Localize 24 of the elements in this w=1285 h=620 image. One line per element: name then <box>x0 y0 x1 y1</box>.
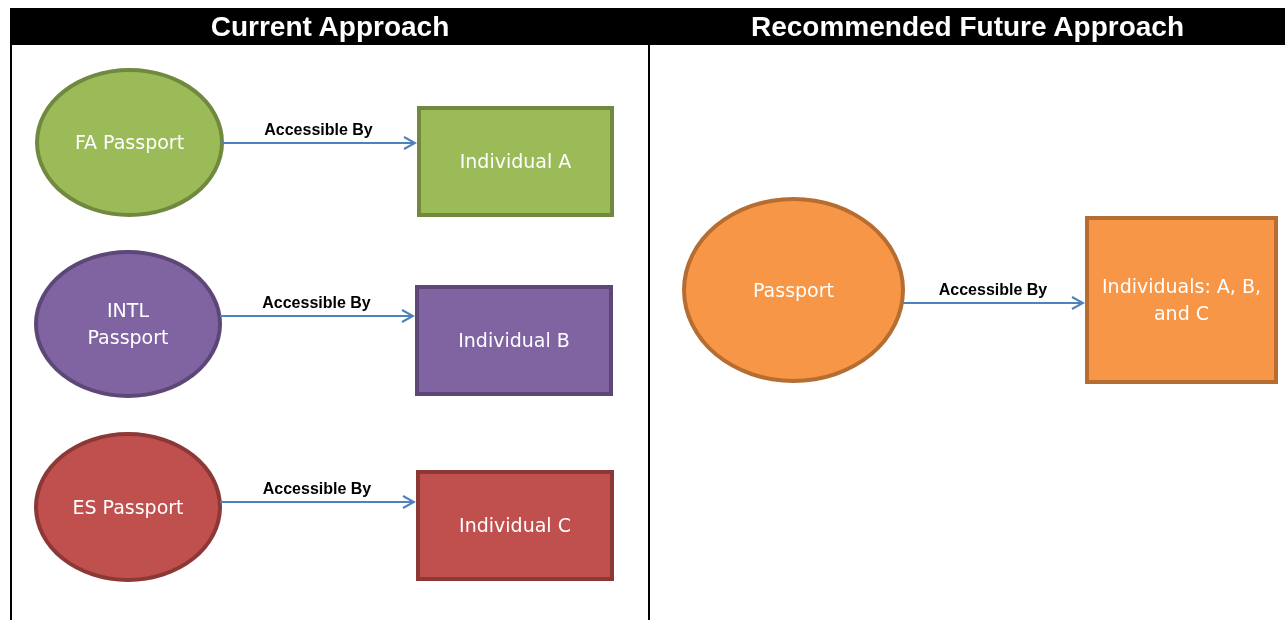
edge-label: Accessible By <box>261 480 373 498</box>
column-panel <box>648 8 1285 620</box>
node-label: FA Passport <box>74 130 185 156</box>
node-label: ES Passport <box>72 494 184 520</box>
edge-label: Accessible By <box>937 281 1049 299</box>
panel-heading: Current Approach <box>12 8 648 45</box>
rectangle-node <box>416 470 614 581</box>
arrow <box>221 136 416 150</box>
arrow <box>902 296 1084 310</box>
rectangle-node <box>417 106 614 217</box>
arrow <box>219 309 414 323</box>
column-panel <box>10 8 648 620</box>
edge-label: Accessible By <box>263 121 374 139</box>
rectangle-node <box>415 285 613 396</box>
node-label: Individual A <box>459 149 572 175</box>
node-label: Passport <box>753 277 834 303</box>
node-label: Individuals: A, B, and C <box>1101 274 1262 326</box>
arrow <box>219 495 415 509</box>
node-label: INTL Passport <box>86 298 170 350</box>
node-label: Individual B <box>458 328 570 354</box>
rectangle-node <box>1085 216 1278 384</box>
panel-heading: Recommended Future Approach <box>650 8 1285 45</box>
edge-label: Accessible By <box>261 294 372 312</box>
node-label: Individual C <box>459 513 571 539</box>
